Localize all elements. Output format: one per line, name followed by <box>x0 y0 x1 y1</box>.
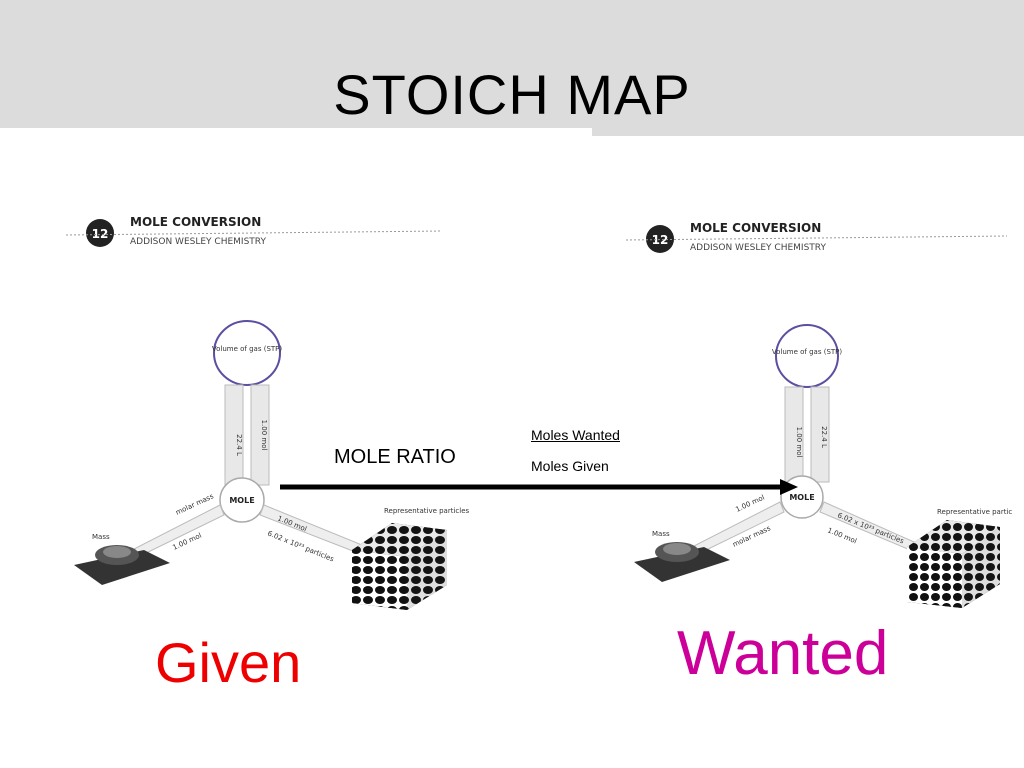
mass-label: Mass <box>92 533 110 541</box>
gas-arrow-label-right: 22.4 L <box>820 426 828 448</box>
gas-arrow-label-left: 1.00 mol <box>795 427 803 458</box>
gas-volume-node <box>213 320 281 386</box>
mole-ratio-label: MOLE RATIO <box>334 446 456 468</box>
header-subtitle: ADDISON WESLEY CHEMISTRY <box>130 237 266 247</box>
mass-label: Mass <box>652 530 670 538</box>
ratio-denominator: Moles Given <box>531 458 609 474</box>
particles-arrow-bottom: 1.00 mol <box>826 526 858 545</box>
mole-to-gas-arrow <box>810 386 830 483</box>
mole-node <box>219 477 265 523</box>
header-title: MOLE CONVERSION <box>690 221 821 235</box>
gas-volume-label: Volume of gas (STP) <box>772 348 843 356</box>
badge-number: 12 <box>92 227 109 241</box>
mole-to-gas-arrow <box>250 384 270 486</box>
title-band <box>0 0 1024 128</box>
mole-node-label: MOLE <box>229 496 254 505</box>
particles-cube-icon <box>907 547 962 608</box>
particles-label: Representative particles <box>384 507 470 515</box>
mole-conversion-diagram-given: 12 MOLE CONVERSION ADDISON WESLEY CHEMIS… <box>62 205 482 615</box>
given-label: Given <box>155 631 302 694</box>
title-band-extension <box>592 128 1024 136</box>
header-subtitle: ADDISON WESLEY CHEMISTRY <box>690 243 826 253</box>
gas-volume-node <box>775 324 839 388</box>
gas-volume-label: Volume of gas (STP) <box>212 345 283 353</box>
balance-icon <box>74 550 170 585</box>
arrowhead-icon <box>780 479 798 495</box>
mole-ratio-arrow <box>280 479 798 495</box>
header-rule <box>625 235 1008 241</box>
wanted-label: Wanted <box>677 619 889 688</box>
badge-icon <box>86 219 114 247</box>
header-rule <box>65 230 443 236</box>
mole-conversion-diagram-wanted: 12 MOLE CONVERSION ADDISON WESLEY CHEMIS… <box>622 212 1023 622</box>
mole-node-label: MOLE <box>789 493 814 502</box>
balance-icon <box>634 547 730 582</box>
ratio-numerator: Moles Wanted <box>531 427 620 443</box>
particles-label: Representative particles <box>937 508 1012 516</box>
header-title: MOLE CONVERSION <box>130 215 261 229</box>
gas-arrow-label-right: 1.00 mol <box>260 420 268 451</box>
badge-icon <box>646 225 674 253</box>
gas-arrow-label-left: 22.4 L <box>235 434 243 456</box>
page-title: STOICH MAP <box>333 63 691 126</box>
particles-cube-icon <box>352 550 407 610</box>
